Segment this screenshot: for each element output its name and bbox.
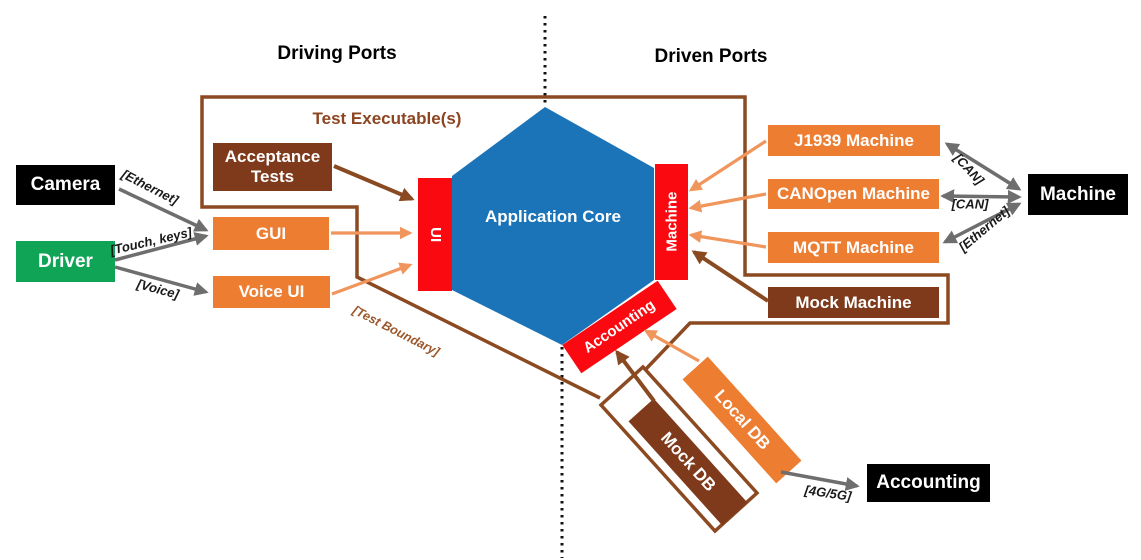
arrow-local-db-to-accounting-port [643, 329, 700, 363]
mock-machine-label: Mock Machine [795, 292, 912, 312]
arrow-mqtt-machine-link [942, 202, 1022, 244]
arrow-mock-machine-to-machine-port [691, 250, 770, 303]
mock-db-enclosure [598, 364, 760, 534]
adapter-mock-machine: Mock Machine [768, 287, 939, 318]
arrow-mqtt-to-machine-port [688, 230, 767, 249]
adapter-mqtt-machine: MQTT Machine [768, 232, 939, 263]
actor-machine-label: Machine [1039, 183, 1117, 205]
arrow-acceptance-to-ui-port [333, 164, 415, 202]
application-core-label: Application Core [484, 207, 621, 226]
test-executable-title: Test Executable(s) [312, 109, 462, 128]
arrow-j1939-machine-link [944, 142, 1022, 191]
acceptance-tests-label: Acceptance Tests [224, 147, 321, 186]
test-boundary-outline [200, 95, 950, 400]
actor-machine: Machine [1028, 174, 1128, 215]
arrow-driver-to-voice-ui [114, 265, 209, 296]
actor-driver-label: Driver [38, 250, 93, 272]
arrow-driver-to-gui [114, 232, 209, 262]
port-machine: Machine [655, 164, 688, 280]
driven-ports-header: Driven Ports [654, 46, 768, 67]
adapter-acceptance-tests: Acceptance Tests [213, 143, 332, 191]
adapter-j1939-machine: J1939 Machine [768, 125, 940, 156]
gui-label: GUI [255, 223, 287, 243]
actor-camera-label: Camera [30, 174, 101, 196]
arrow-j1939-to-machine-port [688, 139, 767, 192]
actor-driver: Driver [16, 241, 115, 282]
arrow-voice-ui-to-ui-port [331, 262, 413, 296]
driving-ports-header: Driving Ports [277, 43, 397, 64]
adapter-canopen-machine: CANOpen Machine [768, 179, 939, 209]
arrow-camera-to-gui [118, 187, 209, 232]
actor-accounting: Accounting [867, 464, 990, 502]
arrow-canopen-to-machine-port [688, 192, 767, 213]
canopen-label: CANOpen Machine [776, 184, 931, 204]
actor-accounting-label: Accounting [876, 472, 981, 494]
arrow-canopen-machine-link [940, 189, 1022, 204]
arrow-mock-db-to-accounting-port [615, 349, 656, 403]
application-core-hexagon [452, 107, 654, 345]
adapter-gui: GUI [213, 217, 329, 250]
port-ui: UI [418, 178, 452, 291]
mqtt-label: MQTT Machine [793, 237, 914, 257]
voice-ui-label: Voice UI [238, 282, 305, 302]
j1939-label: J1939 Machine [793, 130, 914, 150]
arrow-local-db-to-accounting [780, 470, 860, 491]
adapter-voice-ui: Voice UI [213, 276, 330, 308]
actor-camera: Camera [16, 165, 115, 205]
label-can-canopen: [CAN] [951, 196, 989, 212]
